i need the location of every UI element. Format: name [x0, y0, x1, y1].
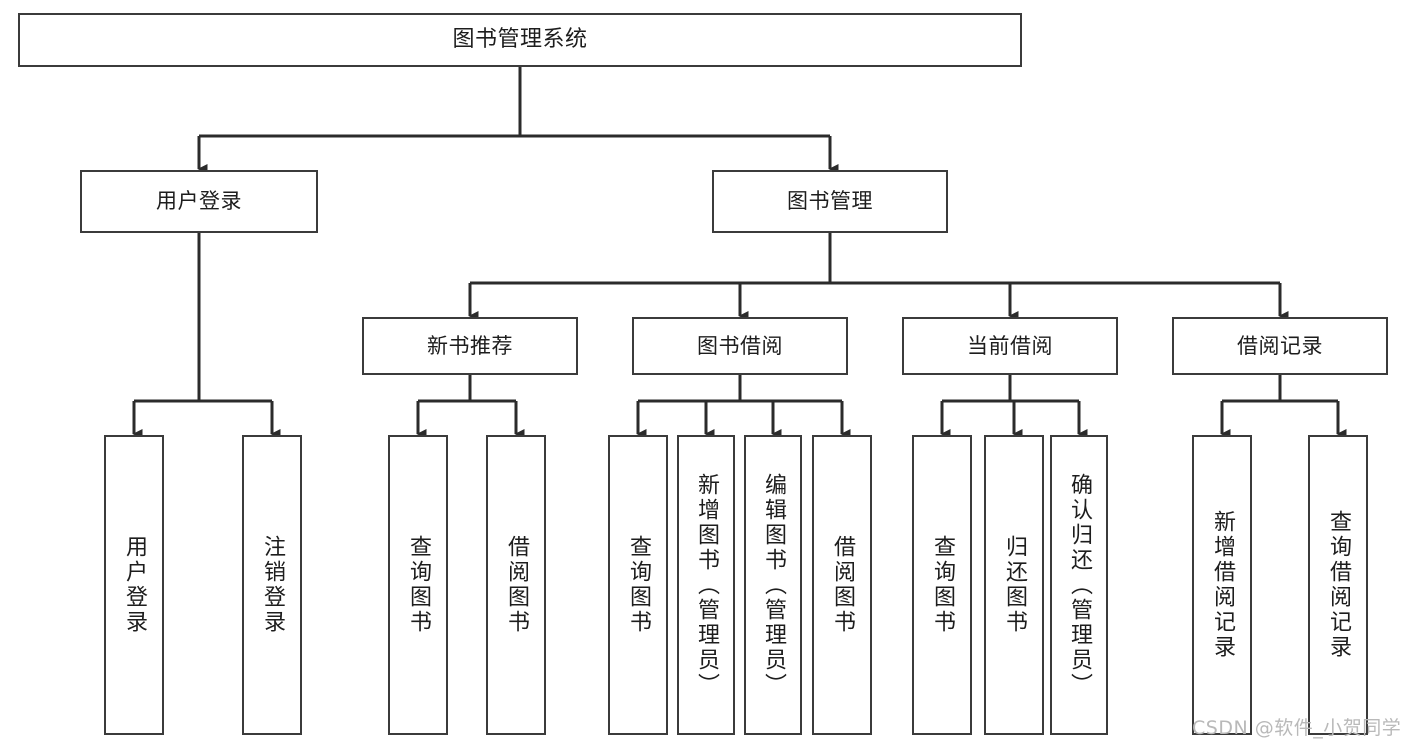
node-leaf-query-book-borrow[interactable]: 查询图书: [608, 435, 668, 735]
node-leaf-query-book-cur[interactable]: 查询图书: [912, 435, 972, 735]
node-leaf-borrow-book[interactable]: 借阅图书: [812, 435, 872, 735]
node-leaf-query-book-rec-label: 查询图书: [406, 535, 431, 635]
node-new-book-rec-label: 新书推荐: [427, 333, 513, 358]
node-leaf-confirm-return-label: 确认归还（管理员）: [1067, 472, 1092, 698]
node-book-manage-label: 图书管理: [787, 189, 873, 214]
node-user-login-label: 用户登录: [156, 189, 242, 214]
node-leaf-user-login[interactable]: 用户登录: [104, 435, 164, 735]
node-leaf-add-record[interactable]: 新增借阅记录: [1192, 435, 1252, 735]
node-current-borrow-label: 当前借阅: [967, 333, 1053, 358]
node-leaf-edit-book[interactable]: 编辑图书（管理员）: [744, 435, 802, 735]
node-new-book-rec[interactable]: 新书推荐: [362, 317, 578, 375]
node-leaf-query-book-rec[interactable]: 查询图书: [388, 435, 448, 735]
node-borrow-record[interactable]: 借阅记录: [1172, 317, 1388, 375]
node-book-borrow-label: 图书借阅: [697, 333, 783, 358]
node-leaf-return-book[interactable]: 归还图书: [984, 435, 1044, 735]
node-leaf-borrow-book-label: 借阅图书: [830, 535, 855, 635]
node-leaf-borrow-book-rec-label: 借阅图书: [504, 535, 529, 635]
node-leaf-query-book-borrow-label: 查询图书: [626, 535, 651, 635]
node-root[interactable]: 图书管理系统: [18, 13, 1022, 67]
node-leaf-user-logout[interactable]: 注销登录: [242, 435, 302, 735]
node-leaf-edit-book-label: 编辑图书（管理员）: [761, 472, 786, 698]
node-user-login[interactable]: 用户登录: [80, 170, 318, 233]
node-leaf-query-record-label: 查询借阅记录: [1326, 510, 1351, 660]
node-leaf-query-record[interactable]: 查询借阅记录: [1308, 435, 1368, 735]
node-leaf-return-book-label: 归还图书: [1002, 535, 1027, 635]
node-root-label: 图书管理系统: [452, 27, 588, 53]
node-book-borrow[interactable]: 图书借阅: [632, 317, 848, 375]
node-leaf-query-book-cur-label: 查询图书: [930, 535, 955, 635]
node-leaf-add-book[interactable]: 新增图书（管理员）: [677, 435, 735, 735]
watermark: CSDN @软件_小贺同学: [1192, 717, 1402, 739]
node-leaf-user-login-label: 用户登录: [122, 535, 147, 635]
node-leaf-borrow-book-rec[interactable]: 借阅图书: [486, 435, 546, 735]
node-leaf-add-book-label: 新增图书（管理员）: [694, 472, 719, 698]
node-borrow-record-label: 借阅记录: [1237, 333, 1323, 358]
node-current-borrow[interactable]: 当前借阅: [902, 317, 1118, 375]
node-book-manage[interactable]: 图书管理: [712, 170, 948, 233]
node-leaf-add-record-label: 新增借阅记录: [1210, 510, 1235, 660]
node-leaf-user-logout-label: 注销登录: [260, 535, 285, 635]
node-leaf-confirm-return[interactable]: 确认归还（管理员）: [1050, 435, 1108, 735]
